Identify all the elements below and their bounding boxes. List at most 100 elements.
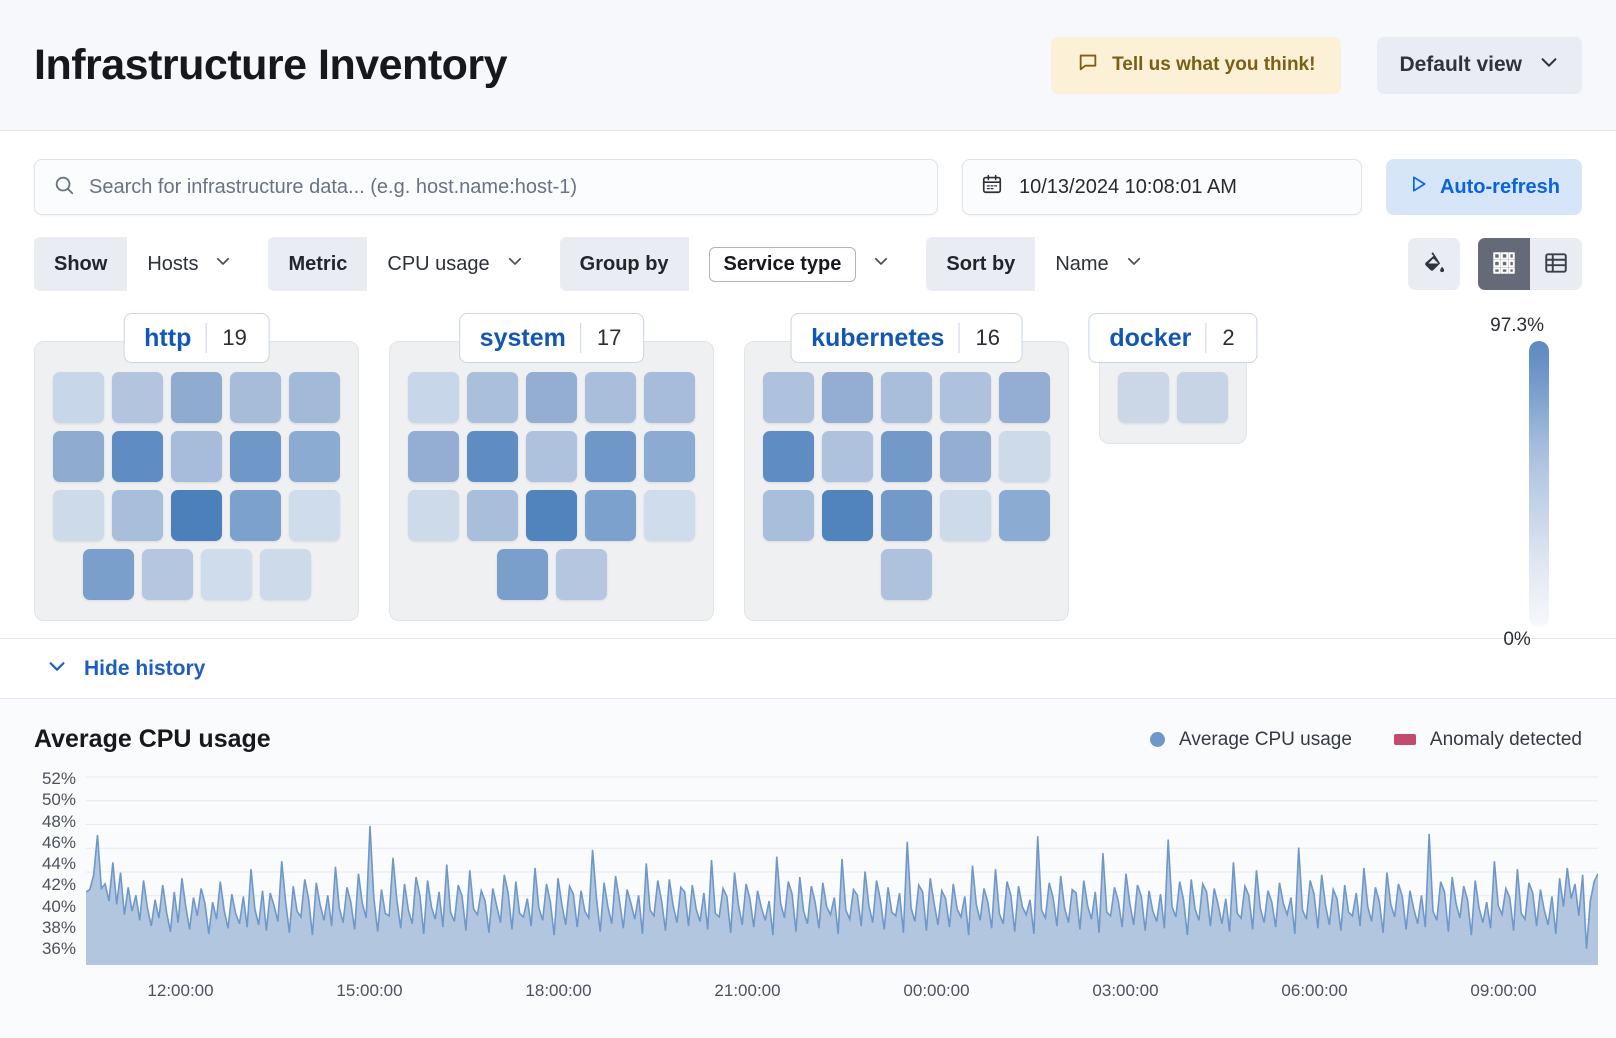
color-scale-legend: 97.3% 0%	[1490, 315, 1566, 651]
host-cell[interactable]	[467, 431, 518, 482]
toolbar-search-row: 10/13/2024 10:08:01 AM Auto-refresh	[34, 159, 1582, 215]
host-cell[interactable]	[644, 490, 695, 541]
host-cell[interactable]	[763, 372, 814, 423]
cell-row	[1118, 372, 1228, 423]
host-cell[interactable]	[112, 372, 163, 423]
host-cell[interactable]	[526, 490, 577, 541]
cell-row	[53, 490, 340, 541]
host-cell[interactable]	[53, 431, 104, 482]
host-cell[interactable]	[82, 549, 134, 600]
host-cell[interactable]	[112, 490, 163, 541]
host-cell[interactable]	[289, 431, 340, 482]
host-cell[interactable]	[289, 372, 340, 423]
host-cell[interactable]	[1177, 372, 1228, 423]
host-cell[interactable]	[585, 372, 636, 423]
host-cell[interactable]	[555, 549, 607, 600]
table-view-button[interactable]	[1530, 238, 1582, 290]
host-cell[interactable]	[230, 372, 281, 423]
filter-metric-label: Metric	[268, 237, 368, 291]
legend-bar-icon	[1393, 734, 1416, 745]
group-count: 16	[975, 325, 1000, 350]
host-cell[interactable]	[999, 372, 1050, 423]
host-cell[interactable]	[940, 431, 991, 482]
host-cell[interactable]	[763, 431, 814, 482]
host-cell[interactable]	[526, 372, 577, 423]
host-cell[interactable]	[822, 490, 873, 541]
cell-row	[408, 490, 695, 541]
host-cell[interactable]	[763, 490, 814, 541]
filter-show-value[interactable]: Hosts	[127, 237, 253, 291]
host-cell[interactable]	[408, 490, 459, 541]
cpu-area-chart[interactable]	[86, 769, 1598, 965]
filter-metric-value[interactable]: CPU usage	[367, 237, 544, 291]
search-box[interactable]	[34, 159, 938, 215]
host-cell[interactable]	[585, 431, 636, 482]
host-cell[interactable]	[881, 372, 932, 423]
host-cell[interactable]	[200, 549, 252, 600]
chevron-down-icon	[506, 252, 524, 276]
host-cell[interactable]	[141, 549, 193, 600]
host-cell[interactable]	[999, 490, 1050, 541]
host-cell[interactable]	[259, 549, 311, 600]
host-cell[interactable]	[526, 431, 577, 482]
chevron-down-icon	[214, 252, 232, 276]
host-cell[interactable]	[467, 490, 518, 541]
host-cell[interactable]	[112, 431, 163, 482]
host-cell[interactable]	[940, 490, 991, 541]
calendar-icon	[981, 173, 1003, 201]
cell-row	[53, 372, 340, 423]
host-cell[interactable]	[467, 372, 518, 423]
host-cell[interactable]	[289, 490, 340, 541]
host-cell[interactable]	[496, 549, 548, 600]
host-cell[interactable]	[822, 431, 873, 482]
host-cell[interactable]	[644, 372, 695, 423]
filter-sort-by-value[interactable]: Name	[1035, 237, 1163, 291]
host-cell[interactable]	[822, 372, 873, 423]
host-cell[interactable]	[53, 490, 104, 541]
default-view-button[interactable]: Default view	[1377, 36, 1582, 94]
y-tick: 40%	[41, 896, 76, 916]
fill-color-button[interactable]	[1408, 238, 1460, 290]
host-cell[interactable]	[999, 431, 1050, 482]
auto-refresh-button[interactable]: Auto-refresh	[1386, 159, 1582, 215]
host-cell[interactable]	[171, 372, 222, 423]
host-cell[interactable]	[881, 431, 932, 482]
filter-sort-by-label: Sort by	[926, 237, 1036, 291]
legend-item-anomaly[interactable]: Anomaly detected	[1393, 729, 1582, 751]
host-cell[interactable]	[1118, 372, 1169, 423]
host-cell[interactable]	[171, 431, 222, 482]
host-cell[interactable]	[230, 490, 281, 541]
host-cell[interactable]	[585, 490, 636, 541]
history-chart-panel: Average CPU usage Average CPU usage Anom…	[0, 699, 1616, 1038]
grid-view-button[interactable]	[1478, 238, 1530, 290]
comment-icon	[1077, 51, 1099, 79]
host-cell[interactable]	[644, 431, 695, 482]
x-tick: 03:00:00	[1092, 981, 1159, 1000]
y-tick: 38%	[41, 917, 76, 937]
host-cell[interactable]	[408, 372, 459, 423]
filter-group-by-value[interactable]: Service type	[688, 237, 911, 291]
host-cell[interactable]	[171, 490, 222, 541]
search-input[interactable]	[89, 175, 919, 199]
host-cell[interactable]	[230, 431, 281, 482]
chevron-down-icon	[46, 655, 68, 682]
feedback-button[interactable]: Tell us what you think!	[1051, 36, 1342, 94]
host-cell[interactable]	[53, 372, 104, 423]
legend-item-avg-cpu[interactable]: Average CPU usage	[1150, 729, 1352, 751]
legend-label-avg-cpu: Average CPU usage	[1179, 728, 1352, 750]
host-cell[interactable]	[408, 431, 459, 482]
host-cell[interactable]	[940, 372, 991, 423]
filter-show: Show Hosts	[34, 237, 253, 291]
host-cell[interactable]	[881, 549, 932, 600]
page-header: Infrastructure Inventory Tell us what yo…	[0, 0, 1616, 131]
datepicker-button[interactable]: 10/13/2024 10:08:01 AM	[962, 159, 1362, 215]
cell-row	[763, 431, 1050, 482]
host-cell[interactable]	[881, 490, 932, 541]
history-toggle[interactable]: Hide history	[0, 639, 1616, 699]
